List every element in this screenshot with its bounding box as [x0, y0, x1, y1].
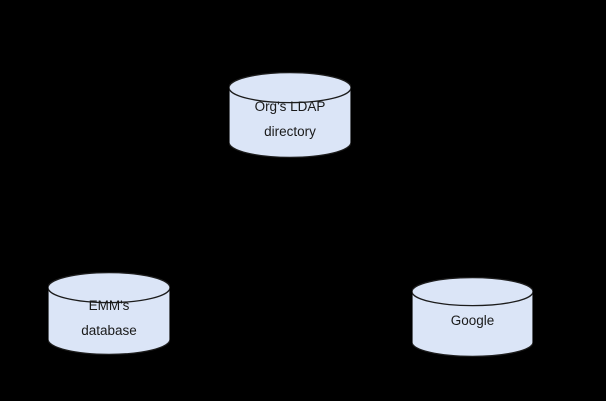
cylinder-shape-icon	[412, 277, 533, 357]
cylinder-shape-icon	[229, 72, 351, 158]
cylinder-shape-icon	[48, 272, 170, 355]
node-orgs-ldap-directory[interactable]: Org's LDAP directory	[229, 72, 351, 158]
node-emms-database[interactable]: EMM's database	[48, 272, 170, 355]
node-google[interactable]: Google	[412, 277, 533, 357]
